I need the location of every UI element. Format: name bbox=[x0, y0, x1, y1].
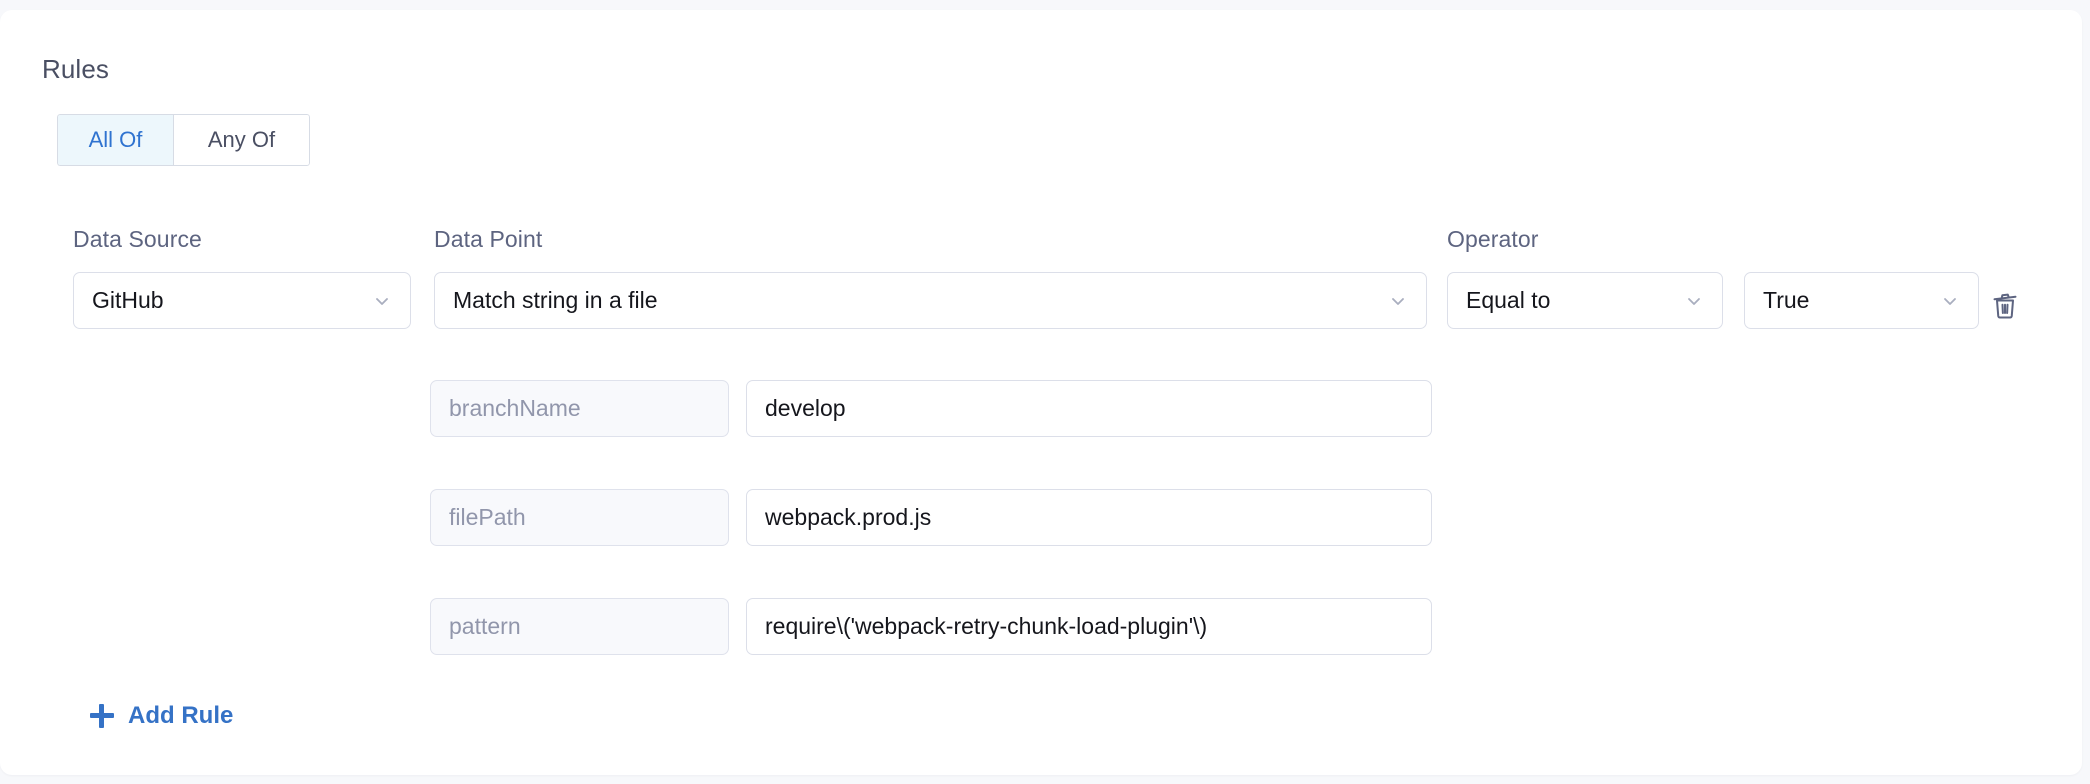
match-mode-toggle[interactable]: All Of Any Of bbox=[57, 114, 310, 166]
chevron-down-icon bbox=[372, 291, 392, 311]
parameter-value-input[interactable]: webpack.prod.js bbox=[746, 489, 1432, 546]
rules-card: Rules All Of Any Of Data Source Data Poi… bbox=[0, 10, 2082, 775]
match-mode-any-of[interactable]: Any Of bbox=[173, 114, 310, 166]
add-rule-button[interactable]: Add Rule bbox=[90, 702, 233, 730]
parameter-row: filePath webpack.prod.js bbox=[0, 489, 2082, 546]
parameter-key: filePath bbox=[430, 489, 729, 546]
add-rule-label: Add Rule bbox=[128, 702, 234, 729]
chevron-down-icon bbox=[1940, 291, 1960, 311]
parameter-key: branchName bbox=[430, 380, 729, 437]
operator-value-text: True bbox=[1763, 287, 1810, 313]
operator-value-select[interactable]: True bbox=[1744, 272, 1979, 329]
data-source-value: GitHub bbox=[92, 287, 164, 313]
page-title: Rules bbox=[42, 54, 109, 84]
data-source-select[interactable]: GitHub bbox=[73, 272, 411, 329]
parameter-row: pattern require\('webpack-retry-chunk-lo… bbox=[0, 598, 2082, 655]
parameter-row: branchName develop bbox=[0, 380, 2082, 437]
parameter-value-input[interactable]: require\('webpack-retry-chunk-load-plugi… bbox=[746, 598, 1432, 655]
data-point-select[interactable]: Match string in a file bbox=[434, 272, 1427, 329]
match-mode-all-of[interactable]: All Of bbox=[57, 114, 173, 166]
trash-icon bbox=[1990, 291, 2020, 321]
plus-icon bbox=[90, 704, 114, 728]
chevron-down-icon bbox=[1684, 291, 1704, 311]
operator-label: Operator bbox=[1447, 226, 1539, 252]
data-point-value: Match string in a file bbox=[453, 287, 658, 313]
chevron-down-icon bbox=[1388, 291, 1408, 311]
parameter-value-input[interactable]: develop bbox=[746, 380, 1432, 437]
data-point-label: Data Point bbox=[434, 226, 543, 252]
data-source-label: Data Source bbox=[73, 226, 202, 252]
operator-value: Equal to bbox=[1466, 287, 1551, 313]
operator-select[interactable]: Equal to bbox=[1447, 272, 1723, 329]
delete-rule-button[interactable] bbox=[1985, 286, 2025, 326]
parameter-key: pattern bbox=[430, 598, 729, 655]
